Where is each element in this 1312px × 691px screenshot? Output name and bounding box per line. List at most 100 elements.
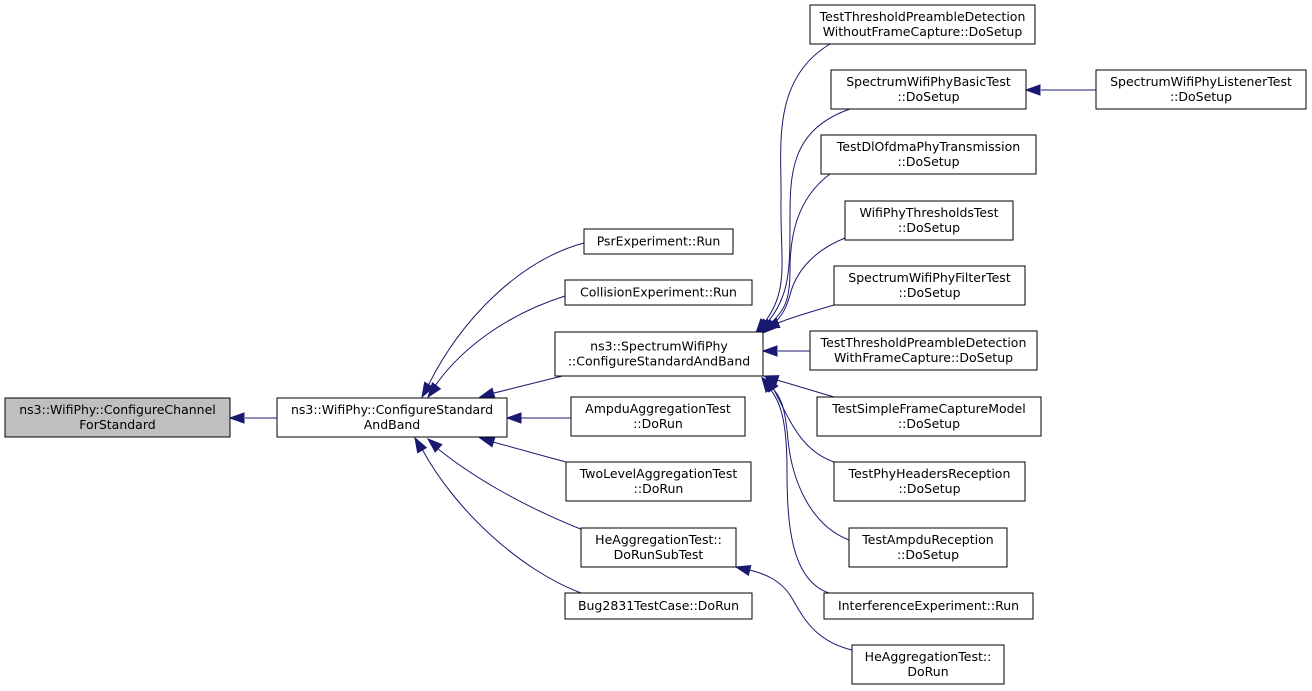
node-phy-headers[interactable]: TestPhyHeadersReception::DoSetup — [833, 461, 1026, 502]
node-basic-test[interactable]: SpectrumWifiPhyBasicTest::DoSetup — [830, 69, 1027, 110]
edge-bug2831-to-configure_standard — [414, 436, 582, 594]
node-box — [848, 527, 1008, 568]
node-box — [1095, 69, 1307, 110]
node-label-line: PsrExperiment::Run — [597, 234, 721, 249]
node-thresholds-test[interactable]: WifiPhyThresholdsTest::DoSetup — [844, 200, 1014, 241]
node-label-line: ::ConfigureStandardAndBand — [568, 354, 750, 369]
arrowhead — [761, 345, 778, 357]
node-box — [4, 397, 231, 438]
edge-line — [492, 441, 567, 463]
node-label-line: WithFrameCapture::DoSetup — [834, 350, 1013, 365]
node-listener-test[interactable]: SpectrumWifiPhyListenerTest::DoSetup — [1095, 69, 1307, 110]
node-label-line: TestDlOfdmaPhyTransmission — [836, 139, 1020, 154]
node-label-line: ::DoSetup — [1170, 89, 1232, 104]
node-box — [833, 461, 1026, 502]
node-box — [570, 396, 746, 437]
node-label-line: SpectrumWifiPhyFilterTest — [848, 270, 1011, 285]
node-label-line: ns3::WifiPhy::ConfigureChannel — [19, 402, 216, 417]
node-he-subtest[interactable]: HeAggregationTest::DoRunSubTest — [580, 527, 737, 568]
edge-line — [436, 447, 584, 531]
node-label-line: ::DoSetup — [897, 547, 959, 562]
node-simple-capture[interactable]: TestSimpleFrameCaptureModel::DoSetup — [816, 396, 1042, 437]
arrowhead — [414, 436, 428, 454]
node-label-line: TwoLevelAggregationTest — [579, 466, 738, 481]
edge-spectrum_configure-to-configure_standard — [478, 372, 576, 399]
edge-line — [421, 448, 582, 594]
node-label-line: InterferenceExperiment::Run — [838, 598, 1019, 613]
node-twolevel-dorun[interactable]: TwoLevelAggregationTest::DoRun — [565, 461, 752, 502]
node-box — [565, 461, 752, 502]
node-box — [823, 592, 1034, 620]
node-psr-run[interactable]: PsrExperiment::Run — [583, 228, 734, 255]
node-ampdu-reception[interactable]: TestAmpduReception::DoSetup — [848, 527, 1008, 568]
node-label-line: TestThresholdPreambleDetection — [820, 335, 1027, 350]
edge-line — [427, 242, 585, 387]
arrowhead — [427, 381, 442, 399]
node-thresh-without[interactable]: TestThresholdPreambleDetectionWithoutFra… — [809, 4, 1036, 45]
node-label-line: ::DoSetup — [898, 481, 960, 496]
node-label-line: SpectrumWifiPhyBasicTest — [846, 74, 1011, 89]
node-box — [554, 331, 764, 377]
node-box — [816, 396, 1042, 437]
edge-line — [772, 387, 835, 463]
node-interference-run[interactable]: InterferenceExperiment::Run — [823, 592, 1034, 620]
node-label-line: DoRun — [907, 664, 948, 679]
node-label-line: HeAggregationTest:: — [865, 649, 992, 664]
node-box — [809, 330, 1038, 371]
node-label-line: ns3::WifiPhy::ConfigureStandard — [291, 402, 493, 417]
edge-thresh_with-to-spectrum_configure — [761, 345, 810, 357]
node-label-line: AmpduAggregationTest — [585, 401, 731, 416]
edge-line — [766, 108, 851, 324]
node-box — [820, 134, 1037, 175]
edge-he_dorun-to-he_subtest — [734, 564, 853, 651]
arrowhead — [1024, 84, 1041, 96]
arrowhead — [228, 412, 245, 424]
edge-line — [434, 295, 566, 387]
node-label-line: TestPhyHeadersReception — [848, 466, 1011, 481]
node-configure-channel: ns3::WifiPhy::ConfigureChannelForStandar… — [4, 397, 231, 438]
node-label-line: TestAmpduReception — [861, 532, 993, 547]
edge-line — [771, 237, 846, 326]
node-he-dorun[interactable]: HeAggregationTest::DoRun — [851, 644, 1005, 685]
edge-he_subtest-to-configure_standard — [426, 438, 584, 531]
node-dlofdma[interactable]: TestDlOfdmaPhyTransmission::DoSetup — [820, 134, 1037, 175]
edge-psr_run-to-configure_standard — [421, 242, 585, 399]
node-label-line: ::DoRun — [633, 416, 683, 431]
node-label-line: Bug2831TestCase::DoRun — [578, 598, 739, 613]
node-configure-standard[interactable]: ns3::WifiPhy::ConfigureStandardAndBand — [276, 397, 508, 438]
node-label-line: TestSimpleFrameCaptureModel — [831, 401, 1025, 416]
edge-line — [768, 387, 830, 594]
node-collision-run[interactable]: CollisionExperiment::Run — [564, 279, 753, 306]
edge-line — [776, 379, 835, 398]
edge-thresh_without-to-spectrum_configure — [755, 43, 831, 335]
node-bug2831[interactable]: Bug2831TestCase::DoRun — [564, 592, 753, 620]
arrowhead — [505, 412, 522, 424]
arrowhead — [734, 564, 752, 577]
node-label-line: ForStandard — [79, 417, 155, 432]
node-thresh-with[interactable]: TestThresholdPreambleDetectionWithFrameC… — [809, 330, 1038, 371]
arrowhead — [478, 436, 496, 448]
edge-configure_standard-to-configure_channel — [228, 412, 277, 424]
edge-line — [749, 569, 853, 651]
node-label-line: ::DoSetup — [897, 154, 959, 169]
node-filter-test[interactable]: SpectrumWifiPhyFilterTest::DoSetup — [833, 265, 1026, 306]
node-box — [809, 4, 1036, 45]
node-box — [580, 527, 737, 568]
graph-nodes: ns3::WifiPhy::ConfigureChannelForStandar… — [4, 4, 1307, 685]
node-box — [830, 69, 1027, 110]
node-label-line: SpectrumWifiPhyListenerTest — [1110, 74, 1292, 89]
edge-collision_run-to-configure_standard — [427, 295, 566, 399]
node-box — [851, 644, 1005, 685]
edge-line — [763, 43, 831, 324]
edge-twolevel_dorun-to-configure_standard — [478, 436, 567, 463]
node-spectrum-configure[interactable]: ns3::SpectrumWifiPhy::ConfigureStandardA… — [554, 331, 764, 377]
edge-line — [770, 386, 850, 541]
arrowhead — [478, 387, 496, 399]
node-ampdu-dorun[interactable]: AmpduAggregationTest::DoRun — [570, 396, 746, 437]
node-label-line: TestThresholdPreambleDetection — [819, 9, 1026, 24]
node-box — [844, 200, 1014, 241]
node-label-line: ::DoSetup — [897, 89, 959, 104]
node-label-line: WithoutFrameCapture::DoSetup — [823, 24, 1023, 39]
node-label-line: AndBand — [364, 417, 421, 432]
